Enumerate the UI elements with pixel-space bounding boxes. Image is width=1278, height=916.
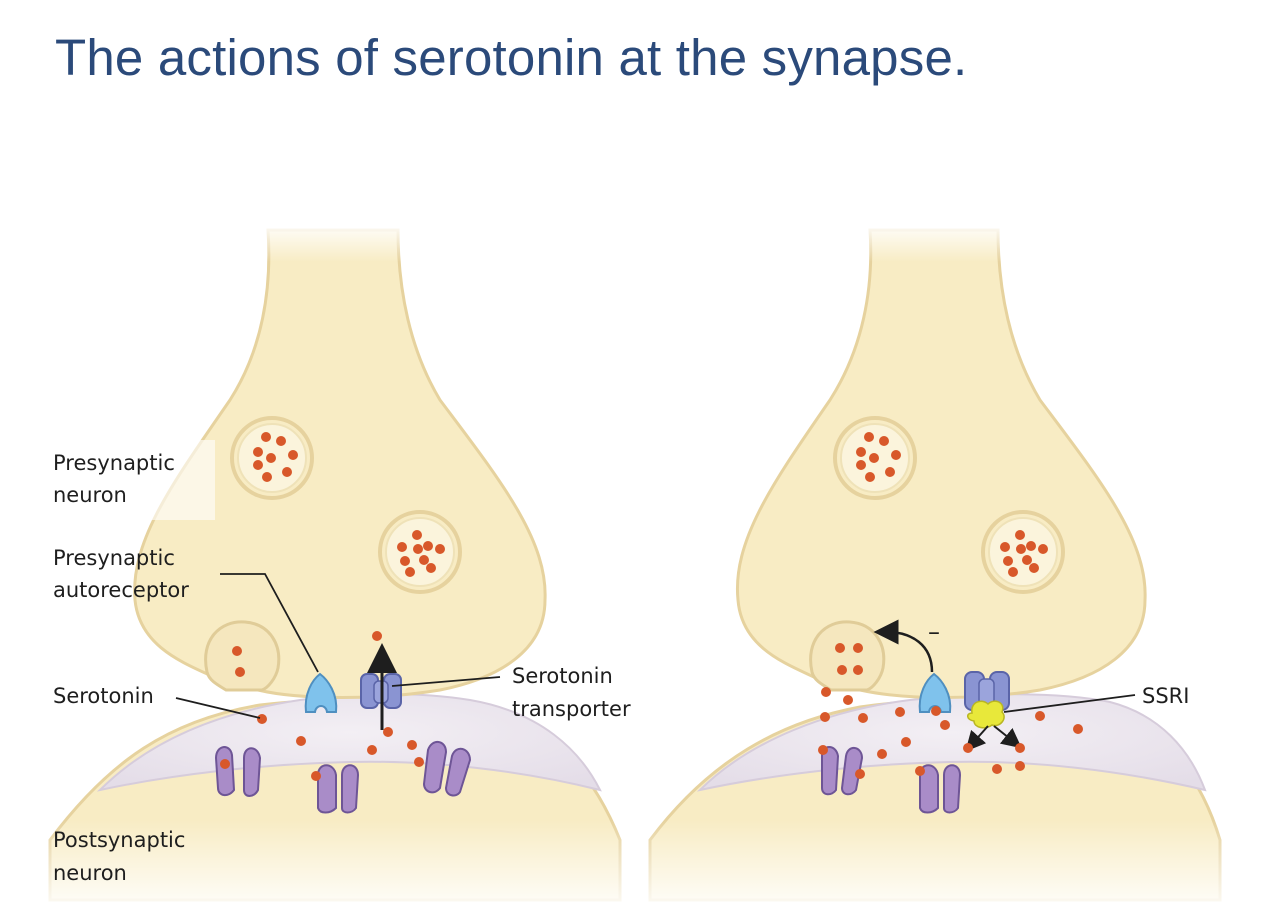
- label-serotonin: Serotonin: [53, 684, 154, 708]
- fusing-vesicle-right: [809, 620, 886, 692]
- right-panel: –: [640, 222, 1240, 916]
- label-presynaptic-autoreceptor: Presynaptic autoreceptor: [53, 546, 189, 602]
- leader-lines: [175, 573, 1136, 719]
- inhibition-sign: –: [928, 618, 940, 646]
- page-title: The actions of serotonin at the synapse.: [55, 29, 968, 86]
- label-postsynaptic-neuron: Postsynaptic neuron: [53, 828, 192, 885]
- ssri-molecule: [967, 700, 1005, 729]
- serotonin-molecules-right: [818, 687, 1083, 779]
- inhibition-arrow: [873, 619, 934, 673]
- postsynaptic-receptor-left-3: [422, 741, 472, 797]
- postsynaptic-receptor-left-1: [214, 746, 262, 797]
- label-serotonin-transporter: Serotonin transporter: [512, 664, 631, 721]
- fusing-vesicle-left: [204, 620, 281, 692]
- serotonin-molecules-left: [220, 714, 424, 781]
- serotonin-transporter-left: [360, 673, 402, 709]
- label-presynaptic-neuron: Presynaptic neuron: [53, 451, 182, 507]
- autoreceptor-right: [918, 672, 952, 713]
- postsynaptic-receptor-right-2: [919, 764, 962, 814]
- presynaptic-neuron-right: [735, 228, 1147, 699]
- left-panel: [40, 222, 640, 916]
- label-ssri: SSRI: [1142, 684, 1189, 708]
- postsynaptic-receptor-left-2: [317, 764, 360, 814]
- autoreceptor-left: [304, 672, 338, 713]
